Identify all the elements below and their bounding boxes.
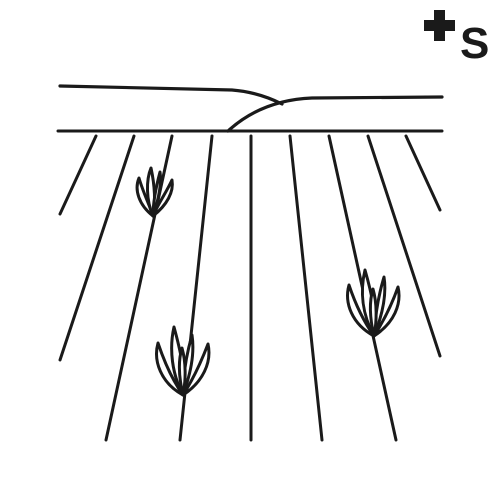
sprout-leaf [151,170,162,218]
hill-right [226,95,444,133]
sprout-leaf [369,287,378,338]
hills [58,84,444,133]
sprout-leaf [151,178,174,218]
furrow-line [58,134,136,362]
plus-icon [424,10,455,41]
badge-letter: S [460,19,490,68]
furrow-line [288,134,324,442]
sprout-large-right [346,268,401,338]
sprout-leaf [155,341,185,397]
sprout-leaf [178,346,187,397]
sprout-leaf [346,283,376,338]
sprout-leaf [372,285,401,338]
furrow-line [404,134,442,212]
furrow-line [58,134,98,216]
furrow-line [366,134,442,358]
sprout-large-left [155,325,211,397]
hill-left [58,84,284,106]
sprout-small [135,166,174,218]
sprout-leaf [181,342,211,397]
